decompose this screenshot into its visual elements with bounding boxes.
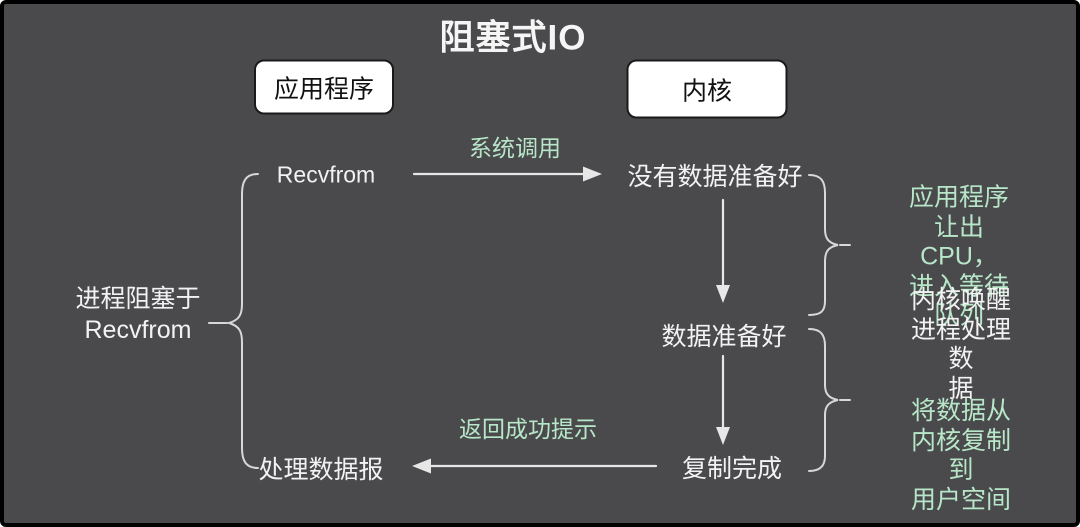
node-data-ready: 数据准备好 [661,323,787,351]
right-brace-top [808,174,851,316]
lane-kernel-label: 内核 [681,77,732,105]
node-recvfrom: Recvfrom [276,161,376,188]
right-brace-bottom [808,328,851,472]
annotation-yield-cpu: 应用程序让出CPU， 进入等待队列 [908,183,1009,330]
node-no-data-ready: 没有数据准备好 [627,163,803,191]
diagram-title: 阻塞式IO [439,18,587,58]
copy-data-arrow [716,354,730,445]
lane-kernel: 内核 [626,59,788,119]
lane-application: 应用程序 [254,59,394,115]
wait-data-arrow [716,198,730,303]
connector-layer [208,166,851,474]
lane-application-label: 应用程序 [273,75,374,103]
node-process-datagram: 处理数据报 [258,456,384,484]
syscall-arrow-label: 系统调用 [469,135,561,161]
annotation-wake-process: 内核唤醒进程处理数 据 [910,286,1011,403]
annotation-copy-to-user: 将数据从内核复制到 用户空间 [910,397,1011,514]
left-brace [208,173,259,469]
return-arrow-label: 返回成功提示 [459,416,597,442]
node-copy-done: 复制完成 [681,455,783,483]
annotation-process-blocked: 进程阻塞于 Recvfrom [75,284,201,344]
syscall-arrow [412,166,602,182]
return-arrow [412,458,658,474]
